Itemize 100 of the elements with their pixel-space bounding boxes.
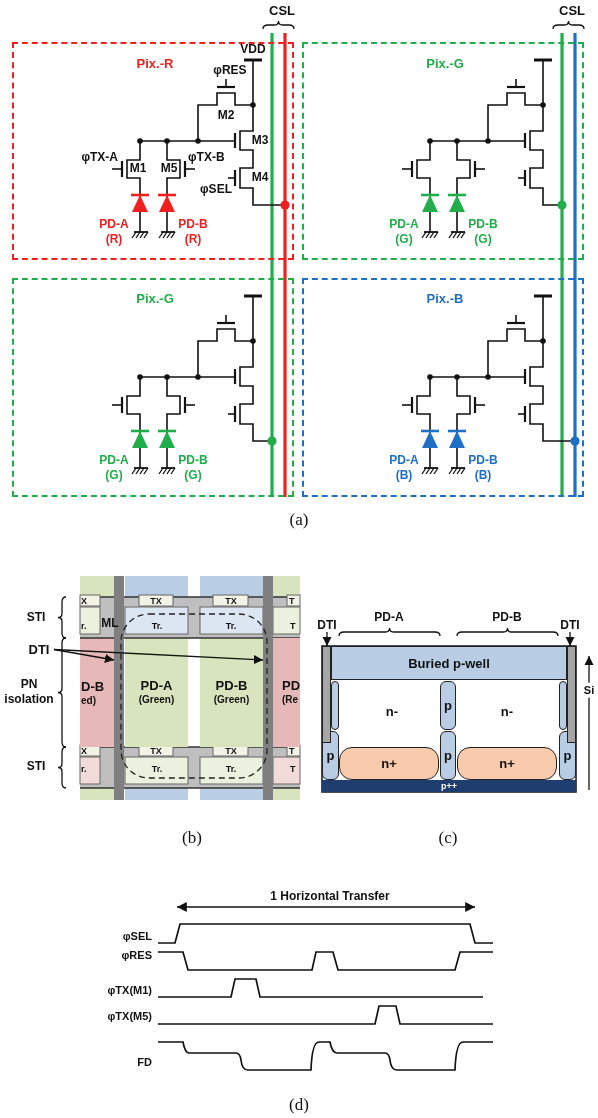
gate-label: T xyxy=(289,745,295,757)
pixel-region xyxy=(302,278,584,497)
bus-label: CSL xyxy=(269,3,295,19)
callout-text: DTI xyxy=(24,642,54,657)
gate-label: TX xyxy=(225,745,237,757)
region-label: p xyxy=(444,699,452,712)
n-plus-region xyxy=(457,747,557,780)
p-region xyxy=(440,681,456,730)
axis-label: Si xyxy=(583,682,595,698)
photodiode-label: PD-A xyxy=(140,678,173,695)
pixel-label: Pix.-B xyxy=(426,291,464,307)
region-label: n+ xyxy=(499,757,515,770)
signal-label: FD xyxy=(137,1055,152,1069)
isolation-trench xyxy=(567,646,576,743)
panel-caption: (a) xyxy=(289,510,309,530)
transistor-label: M5 xyxy=(160,162,178,176)
region-label: n+ xyxy=(381,757,397,770)
color-label: ed) xyxy=(81,694,96,708)
gate-label: TX xyxy=(150,595,162,607)
transistor-label: r. xyxy=(81,620,87,632)
color-label: (Re xyxy=(282,694,299,707)
p-region xyxy=(440,731,456,780)
transistor-label: Tr. xyxy=(225,620,237,632)
photodiode-region xyxy=(273,638,300,747)
isolation-trench xyxy=(322,646,331,743)
gate-label: X xyxy=(81,745,87,757)
p-region xyxy=(559,681,567,730)
pixel-label: Pix.-R xyxy=(136,56,174,72)
photodiode-label: PD-B (G) xyxy=(467,217,499,247)
gate-label: X xyxy=(81,595,87,607)
supply-label: VDD xyxy=(240,43,266,57)
region-label: p xyxy=(326,749,335,762)
photodiode-region xyxy=(200,664,263,747)
transistor-label: r. xyxy=(81,763,87,775)
photodiode-label: PD xyxy=(282,678,300,695)
panel-caption: (b) xyxy=(182,828,202,848)
photodiode-label: PD-B (B) xyxy=(467,453,499,483)
region-label: Buried p-well xyxy=(408,656,490,670)
arrow xyxy=(322,631,332,647)
callout-text: DTI xyxy=(315,618,339,632)
region-label: n- xyxy=(500,704,514,720)
panel-caption: (d) xyxy=(289,1095,309,1115)
photodiode-label: PD-A (G) xyxy=(98,453,130,483)
p-region xyxy=(331,681,339,730)
dimension-label: 1 Horizontal Transfer xyxy=(270,890,390,904)
arrow xyxy=(53,648,115,663)
photodiode-label: PD-A (G) xyxy=(388,217,420,247)
n-plus-region xyxy=(339,747,439,780)
signal-label: φSEL xyxy=(122,929,152,943)
transistor-label: M2 xyxy=(217,109,235,123)
isolation-trench xyxy=(263,576,273,800)
photodiode-label: PD-B (G) xyxy=(177,453,209,483)
substrate-layer xyxy=(322,780,576,792)
gate-label: T xyxy=(289,595,295,607)
transistor-label: Tr. xyxy=(151,620,163,632)
region-label: p xyxy=(444,749,452,762)
panel-caption: (c) xyxy=(438,828,458,848)
transistor-label: T xyxy=(290,763,296,775)
transistor-label: T xyxy=(290,620,296,632)
region-label: STI xyxy=(26,760,46,774)
transistor-label: Tr. xyxy=(151,763,163,775)
buried-well-layer xyxy=(331,646,567,680)
photodiode-region xyxy=(125,664,188,747)
callout-text: DTI xyxy=(558,618,582,632)
photodiode-region xyxy=(80,663,114,747)
gate-label: TX xyxy=(225,595,237,607)
lens-label: ML xyxy=(101,617,119,631)
pixel-region xyxy=(12,278,294,497)
transistor-label: M1 xyxy=(129,162,147,176)
photodiode-label: D-B xyxy=(81,678,105,695)
photodiode-label: PD-A xyxy=(374,611,404,625)
region-label: STI xyxy=(26,611,46,625)
photodiode-label: PD-A (B) xyxy=(388,453,420,483)
signal-label: φTX(M1) xyxy=(107,983,152,997)
signal-label: φTX(M5) xyxy=(107,1009,152,1023)
signal-label: φRES xyxy=(213,64,247,78)
signal-label: φSEL xyxy=(200,183,232,197)
photodiode-label: PD-B xyxy=(215,678,248,695)
pixel-region xyxy=(12,42,294,260)
photodiode-label: PD-A (R) xyxy=(98,217,130,247)
bus-label: CSL xyxy=(559,3,585,19)
arrow xyxy=(565,631,575,647)
signal-label: φTX-A xyxy=(81,151,118,165)
photodiode-label: PD-B (R) xyxy=(177,217,209,247)
color-label: (Green) xyxy=(213,694,250,707)
signal-label: φTX-B xyxy=(188,151,225,165)
pixel-label: Pix.-G xyxy=(136,291,174,307)
signal-label: φRES xyxy=(121,948,152,962)
arrow xyxy=(53,648,264,665)
pixel-label: Pix.-G xyxy=(426,56,464,72)
gate-label: TX xyxy=(150,745,162,757)
pixel-region xyxy=(302,42,584,260)
region-label: n- xyxy=(385,704,399,720)
transistor-label: M3 xyxy=(251,134,269,148)
transistor-label: Tr. xyxy=(225,763,237,775)
photodiode-label: PD-B xyxy=(492,611,522,625)
region-label: PN isolation xyxy=(3,677,55,707)
region-label: p xyxy=(563,749,572,762)
transistor-label: M4 xyxy=(251,171,269,185)
region-label: p++ xyxy=(441,781,457,791)
